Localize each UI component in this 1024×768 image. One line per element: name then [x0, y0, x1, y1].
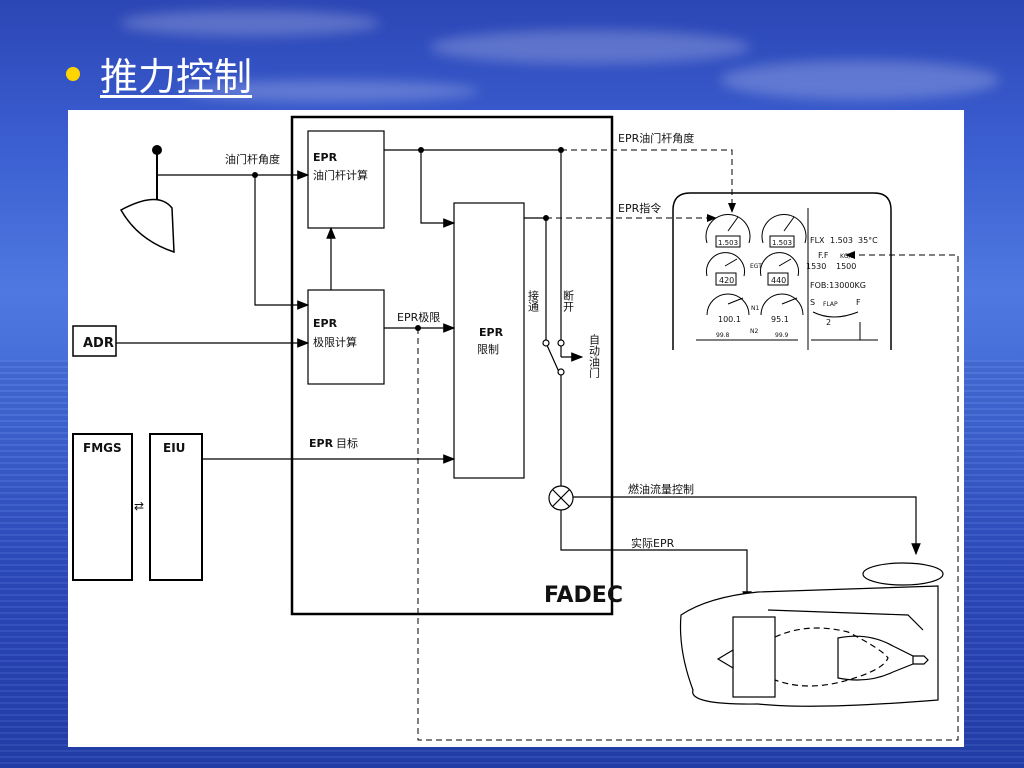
eiu-box — [149, 433, 203, 581]
epr-limit-title: EPR — [313, 317, 338, 330]
ecam-ff-left: 1530 — [806, 262, 826, 271]
ecam-ff-right: 1500 — [836, 262, 856, 271]
epr-calc-title: EPR — [313, 151, 338, 164]
label-actual-epr: 实际EPR — [631, 536, 675, 550]
label-throttle-angle: 油门杆角度 — [225, 152, 280, 166]
ecam-epr-right: 1.503 — [772, 239, 792, 247]
label-fuel-flow: 燃油流量控制 — [628, 482, 694, 496]
ecam-f-label: F — [856, 298, 861, 307]
label-epr-limit: EPR极限 — [397, 310, 440, 324]
epr-limiter-sub: 限制 — [477, 343, 499, 356]
switch-contacts — [542, 339, 565, 376]
ecam-n2-label: N2 — [750, 328, 758, 335]
epr-limiter-box — [453, 202, 525, 479]
ecam-n1-left: 100.1 — [718, 315, 741, 324]
summing-junction-icon — [548, 485, 574, 511]
label-engaged: 接通 — [527, 290, 540, 312]
fmgs-label: FMGS — [83, 441, 122, 455]
epr-limiter-title: EPR — [479, 326, 504, 339]
epr-calc-sub: 油门杆计算 — [313, 168, 368, 182]
thrust-control-diagram: FADEC EPR 油门杆计算 EPR 极限计算 EPR 限制 ADR FMGS… — [68, 110, 964, 747]
fmgs-box — [72, 433, 133, 581]
label-epr-throttle-angle: EPR油门杆角度 — [618, 131, 694, 145]
ecam-egt-left: 420 — [719, 276, 734, 285]
ecam-flx-temp: 35°C — [858, 236, 878, 245]
bullet-icon — [66, 66, 80, 81]
eiu-label: EIU — [163, 441, 185, 455]
label-autothrottle: 自动油门 — [588, 334, 601, 379]
ecam-flap-pos: 2 — [826, 318, 831, 327]
diagram-svg: FADEC EPR 油门杆计算 EPR 极限计算 EPR 限制 ADR FMGS… — [72, 115, 959, 741]
epr-limit-sub: 极限计算 — [313, 335, 357, 349]
ecam-flx-label: FLX — [810, 236, 825, 245]
feedback-lines — [417, 149, 959, 741]
label-epr-target-a: EPR — [309, 437, 334, 450]
title-text: 推力控制 — [100, 55, 253, 99]
ecam-n2-left: 99.8 — [716, 332, 730, 339]
ecam-fob: FOB:13000KG — [810, 281, 866, 290]
label-epr-command: EPR指令 — [618, 201, 661, 215]
ecam-n1-label: N1 — [751, 305, 759, 312]
label-disengaged: 断开 — [562, 289, 575, 313]
ecam-display: 1.503 1.503 420 440 EGT 100.1 95.1 N1 N2… — [672, 192, 892, 350]
throttle-lever-icon — [119, 145, 175, 254]
fadec-label: FADEC — [544, 583, 623, 608]
engine-nacelle-icon — [679, 562, 944, 707]
ecam-egt-right: 440 — [771, 276, 786, 285]
ecam-epr-left: 1.503 — [718, 239, 738, 247]
slide-title: 推力控制 — [66, 46, 252, 101]
adr-box — [72, 325, 117, 357]
fmgs-eiu-link-icon: ⇄ — [134, 499, 144, 513]
fadec-box — [290, 115, 614, 616]
ecam-ff-unit: KG/H — [840, 253, 855, 260]
adr-label: ADR — [83, 336, 114, 351]
ecam-s-label: S — [810, 298, 815, 307]
ecam-ff-label: F.F — [818, 251, 829, 260]
ecam-egt-label: EGT — [750, 263, 762, 270]
ecam-n1-right: 95.1 — [771, 315, 789, 324]
ecam-flap-label: FLAP — [823, 301, 838, 308]
epr-limit-calc-box — [307, 289, 385, 385]
ecam-n2-right: 99.9 — [775, 332, 789, 339]
ecam-flx-epr: 1.503 — [830, 236, 853, 245]
label-epr-target-b: 目标 — [336, 436, 358, 450]
